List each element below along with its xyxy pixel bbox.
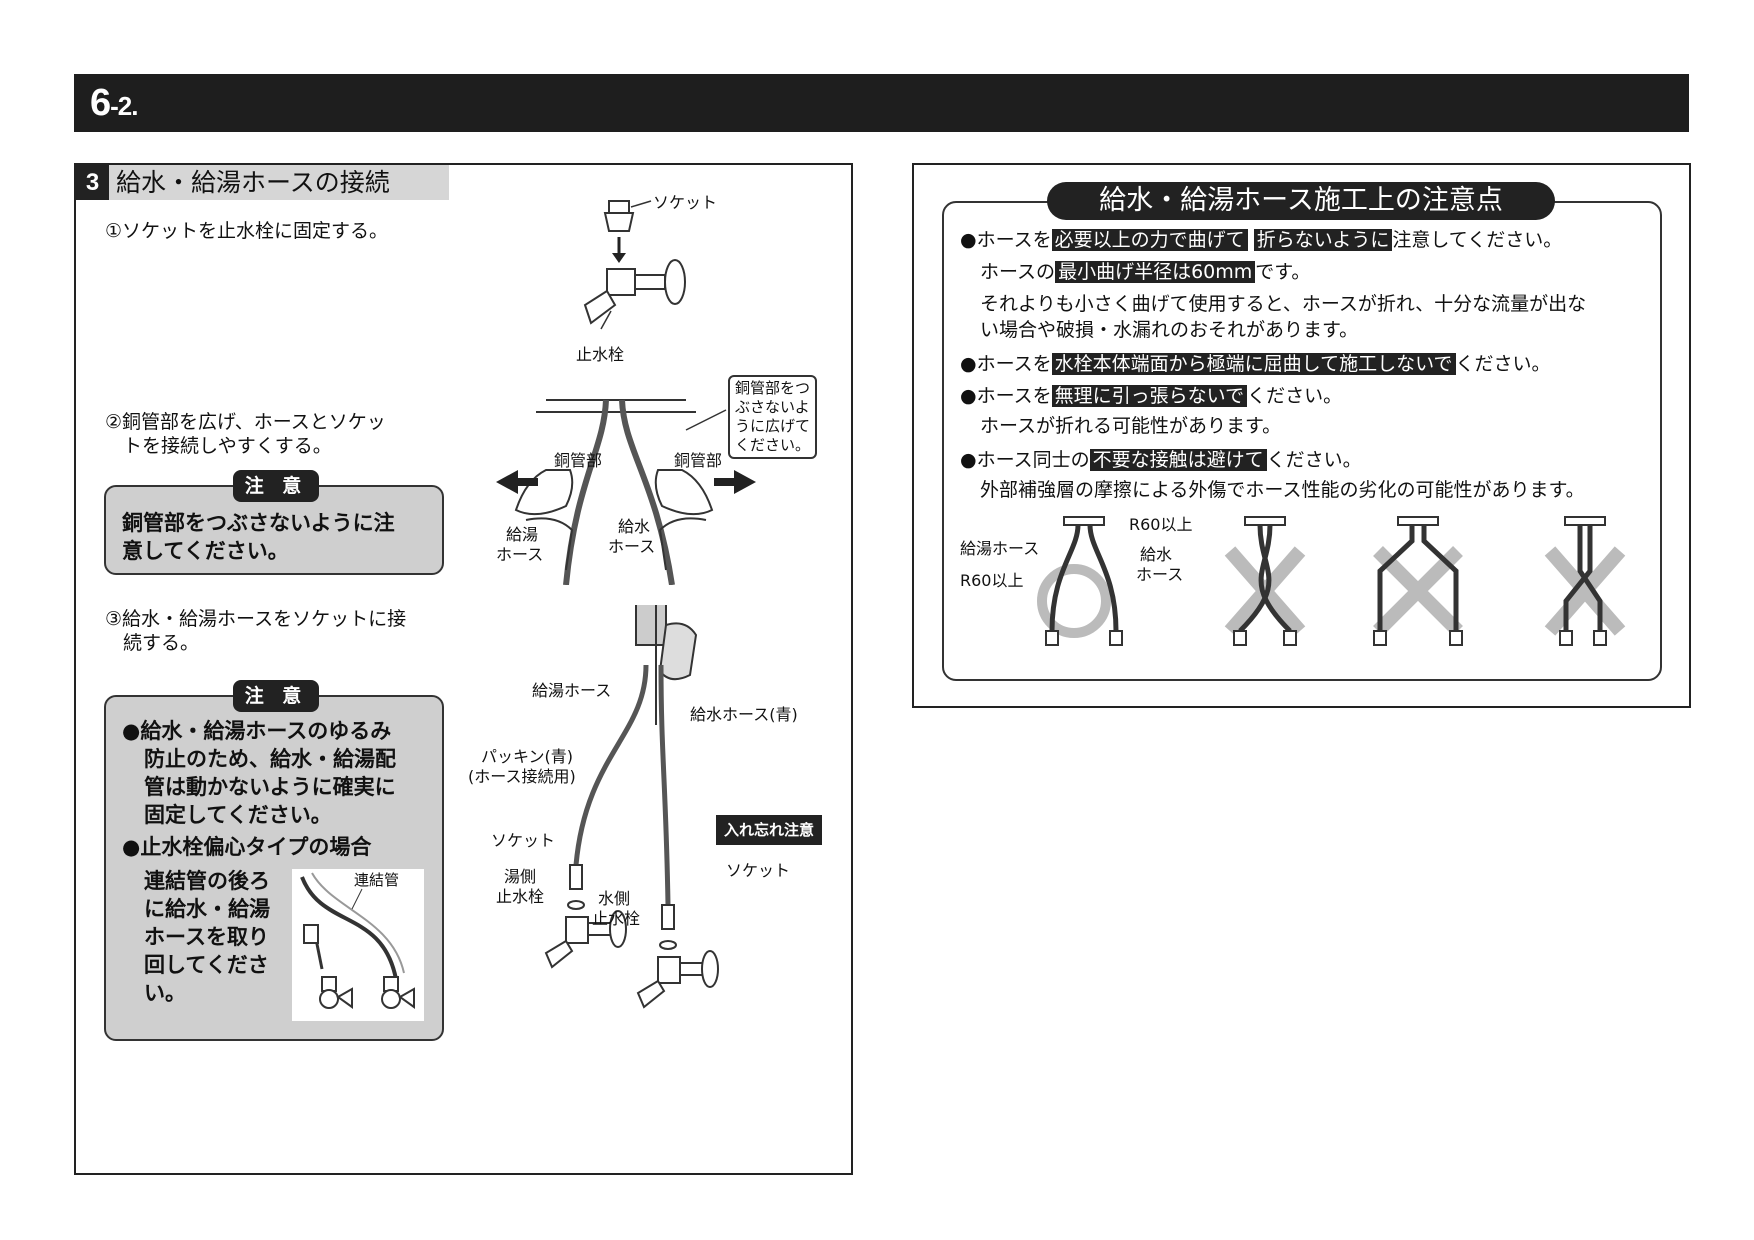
cold-stop-valve-label: 止水栓 — [592, 909, 641, 928]
copper-pipe-callout: 銅管部をつ ぶさないよ うに広げて ください。 — [728, 375, 818, 459]
caution-text: 防止のため、給水・給湯配 — [144, 747, 396, 771]
r60-min-label: R60以上 — [1129, 515, 1193, 534]
copper-pipe-left-label: 銅管部 — [554, 451, 603, 470]
caution-text: い。 — [144, 981, 186, 1005]
precaution-text: 外部補強層の摩擦による外傷でホース性能の劣化の可能性があります。 — [980, 479, 1585, 501]
step-2-line1: ②銅管部を広げ、ホースとソケッ — [105, 411, 386, 433]
caution-box-1: 注 意 銅管部をつぶさないように注 意してください。 — [104, 470, 444, 575]
callout-line: ください。 — [735, 436, 811, 454]
cold-hose-label: 給水 — [1140, 545, 1173, 564]
caution-bullet: ●給水・給湯ホースのゆるみ — [122, 719, 392, 743]
precaution-text: ホースが折れる可能性があります。 — [980, 415, 1282, 437]
do-not-forget-warning: 入れ忘れ注意 — [713, 813, 825, 847]
cold-hose-label: ホース — [1136, 565, 1184, 584]
cold-hose-blue-label: 給水ホース(青) — [690, 705, 798, 724]
caution-text: 固定してください。 — [144, 803, 332, 827]
hot-hose-label: 給湯ホース — [960, 539, 1040, 558]
callout-line: うに広げて — [735, 417, 811, 435]
caution-text: 銅管部をつぶさないように注 — [122, 511, 395, 535]
caution-text: ホースを取り — [144, 925, 269, 949]
packing-label: (ホース接続用) — [468, 767, 576, 786]
caution-text: に給水・給湯 — [144, 897, 270, 921]
section-title-bar: 3 給水・給湯ホースの接続 — [76, 165, 449, 200]
hot-stop-valve-label: 止水栓 — [496, 887, 545, 906]
cold-stop-valve-label: 水側 — [598, 889, 631, 908]
page-header-bar: 6-2. — [74, 74, 1689, 132]
cold-hose-label: 給水 — [618, 517, 651, 536]
precautions-title: 給水・給湯ホース施工上の注意点 — [1047, 182, 1555, 220]
caution-text: 回してくださ — [144, 953, 269, 977]
hot-stop-valve-label: 湯側 — [504, 867, 537, 886]
socket-label: ソケット — [653, 193, 718, 212]
bad-stretched-hose-figure — [1544, 516, 1626, 646]
socket-right-label: ソケット — [726, 861, 791, 880]
section-number: 6-2. — [90, 82, 138, 124]
precaution-bullet-3: ●ホースを無理に引っ張らないでください。 — [960, 385, 1343, 407]
caution-tag: 注 意 — [233, 470, 319, 502]
precaution-text: それよりも小さく曲げて使用すると、ホースが折れ、十分な流量が出な — [980, 293, 1587, 315]
precaution-bullet-2: ●ホースを水栓本体端面から極端に屈曲して施工しないでください。 — [960, 353, 1551, 375]
hot-hose-label: 給湯 — [506, 525, 539, 544]
caution-bullet: ●止水栓偏心タイプの場合 — [122, 835, 372, 859]
bad-sharp-bend-hose-figure — [1373, 516, 1463, 646]
callout-line: ぶさないよ — [735, 398, 810, 416]
step-3-line2: 続する。 — [123, 632, 200, 654]
hose-precautions-panel: 給水・給湯ホース施工上の注意点 ●ホースを必要以上の力で曲げて 折らないように注… — [912, 163, 1691, 708]
connecting-pipe-illustration — [300, 872, 415, 1009]
caution-tag: 注 意 — [233, 680, 319, 712]
step-3-line1: ③給水・給湯ホースをソケットに接 — [105, 608, 407, 630]
connecting-pipe-label: 連結管 — [354, 871, 400, 889]
hose-connection-panel: 3 給水・給湯ホースの接続 ①ソケットを止水栓に固定する。 ②銅管部を広げ、ホー… — [74, 163, 853, 1175]
packing-label: パッキン(青) — [481, 747, 574, 766]
bad-crossed-hose-figure — [1224, 516, 1306, 646]
cold-hose-label: ホース — [608, 537, 656, 556]
socket-left-label: ソケット — [491, 831, 556, 850]
callout-line: 銅管部をつ — [735, 379, 811, 397]
caution-text: 管は動かないように確実に — [144, 775, 396, 799]
step-2-line2: トを接続しやすくする。 — [123, 435, 332, 457]
precaution-bullet-1: ●ホースを必要以上の力で曲げて 折らないように注意してください。 — [960, 229, 1563, 251]
caution-text: 意してください。 — [122, 539, 289, 563]
copper-pipe-spread-figure — [496, 399, 756, 585]
correct-hose-routing-figure — [1037, 516, 1123, 646]
hose-socket-connection-figure — [544, 605, 719, 1009]
stop-valve-label: 止水栓 — [576, 345, 625, 364]
hot-hose-label: 給湯ホース — [532, 681, 612, 700]
hot-hose-label: ホース — [496, 545, 544, 564]
socket-stop-valve-figure — [583, 200, 686, 330]
copper-pipe-right-label: 銅管部 — [674, 451, 723, 470]
caution-text: 連結管の後ろ — [144, 869, 270, 893]
precaution-text: い場合や破損・水漏れのおそれがあります。 — [980, 319, 1359, 341]
section-badge: 3 — [76, 165, 109, 200]
step-1-text: ①ソケットを止水栓に固定する。 — [105, 220, 389, 242]
r60-min-label: R60以上 — [960, 571, 1024, 590]
precaution-bullet-4: ●ホース同士の不要な接触は避けてください。 — [960, 449, 1362, 471]
section-title: 給水・給湯ホースの接続 — [116, 168, 390, 197]
eccentric-valve-inset: 連結管 — [292, 869, 424, 1021]
caution-box-2: 注 意 ●給水・給湯ホースのゆるみ 防止のため、給水・給湯配 管は動かないように… — [104, 680, 444, 1041]
